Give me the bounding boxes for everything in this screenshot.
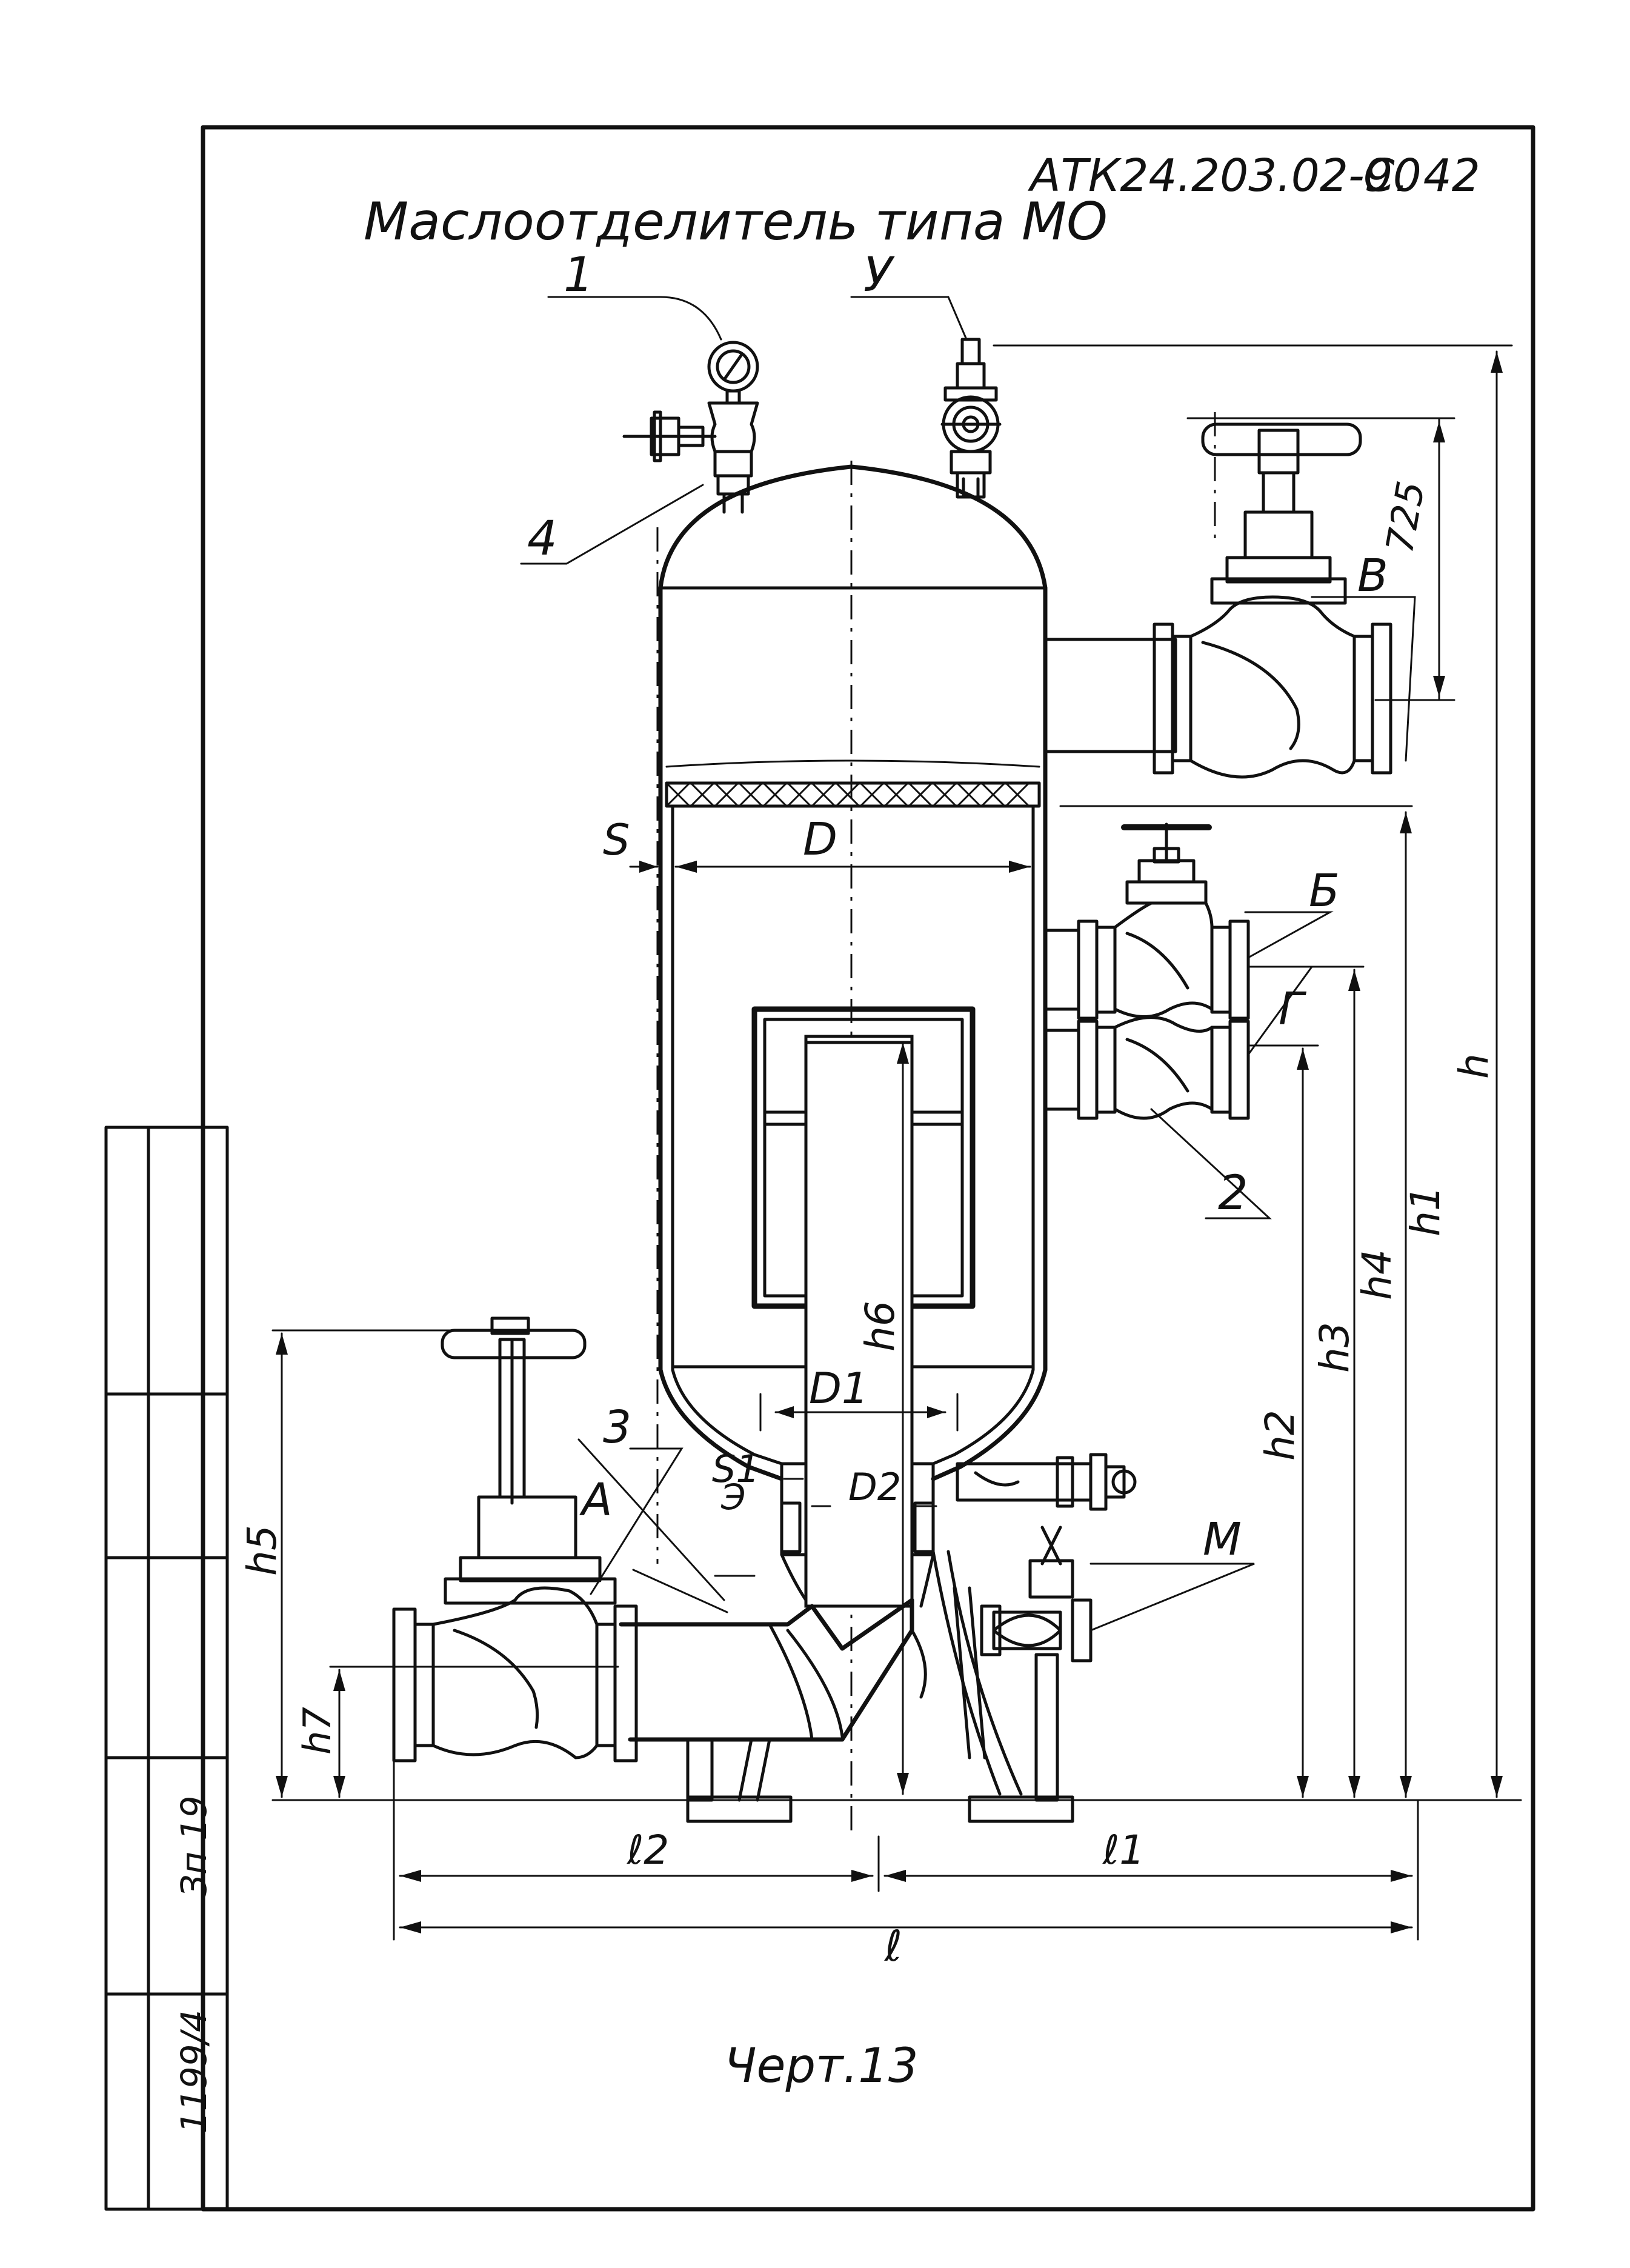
vessel-body bbox=[658, 464, 1048, 1608]
dim-s1: S1 bbox=[712, 1447, 760, 1491]
dim-l1: ℓ1 bbox=[1102, 1827, 1145, 1873]
dim-h: h bbox=[1451, 1053, 1497, 1079]
side-stamp-signature: Зп 19 bbox=[173, 1796, 215, 1897]
dim-h3: h3 bbox=[1311, 1322, 1358, 1373]
safety-valve-u bbox=[940, 338, 1002, 499]
dim-h2: h2 bbox=[1257, 1410, 1303, 1461]
drawing-title: Маслоотделитель типа МО bbox=[364, 192, 1108, 252]
dim-h4: h4 bbox=[1354, 1249, 1400, 1300]
dimension-arrows bbox=[276, 352, 1503, 1933]
dim-d2: D2 bbox=[848, 1465, 901, 1509]
drain-valve-m bbox=[956, 1453, 1137, 1663]
callout-a: А bbox=[579, 1474, 613, 1526]
inlet-pipe-inner bbox=[804, 1035, 914, 1608]
dim-h7: h7 bbox=[295, 1707, 339, 1755]
side-stamp-table: 1199/4 Зп 19 bbox=[104, 1126, 229, 2211]
dim-h5: h5 bbox=[239, 1525, 285, 1576]
dim-h6: h6 bbox=[857, 1301, 903, 1352]
demister-mesh-pad bbox=[665, 781, 1041, 808]
callout-be: Б bbox=[1309, 865, 1340, 917]
callout-4: 4 bbox=[527, 512, 557, 566]
dim-l: ℓ bbox=[884, 1921, 902, 1971]
footer-figure-note: Черт.13 bbox=[724, 2039, 918, 2093]
dim-725: 725 bbox=[1377, 478, 1433, 556]
outlet-valve-b bbox=[1043, 422, 1392, 779]
nozzle-valve-g bbox=[1043, 1016, 1250, 1120]
mesh-hatch bbox=[665, 782, 1030, 807]
dim-l2: ℓ2 bbox=[627, 1827, 669, 1873]
callout-3: 3 bbox=[603, 1401, 631, 1453]
dim-s: S bbox=[603, 815, 630, 865]
vessel-supports bbox=[686, 1550, 1074, 1823]
dimension-lines bbox=[271, 344, 1522, 1941]
sheet-number: С. 42 bbox=[1363, 150, 1480, 202]
callout-b: В bbox=[1357, 550, 1388, 602]
dim-d: D bbox=[803, 813, 837, 866]
dim-d1: D1 bbox=[809, 1364, 868, 1413]
callout-1: 1 bbox=[564, 248, 594, 302]
drawing-frame bbox=[201, 125, 1535, 2212]
nozzle-valve-be bbox=[1043, 822, 1250, 1020]
document-code: АТК24.203.02-90 bbox=[1028, 150, 1422, 202]
inlet-pipe-a bbox=[619, 1598, 927, 1742]
valve-a bbox=[392, 1316, 638, 1763]
callout-u: У bbox=[863, 248, 895, 302]
callout-g: Г bbox=[1279, 983, 1307, 1035]
pressure-gauge-1 bbox=[622, 341, 759, 514]
callout-e: Э bbox=[720, 1476, 746, 1518]
dim-h1: h1 bbox=[1402, 1186, 1449, 1236]
side-stamp-number: 1199/4 bbox=[173, 2010, 215, 2133]
callout-m: М bbox=[1203, 1513, 1242, 1566]
callout-2: 2 bbox=[1218, 1166, 1248, 1221]
